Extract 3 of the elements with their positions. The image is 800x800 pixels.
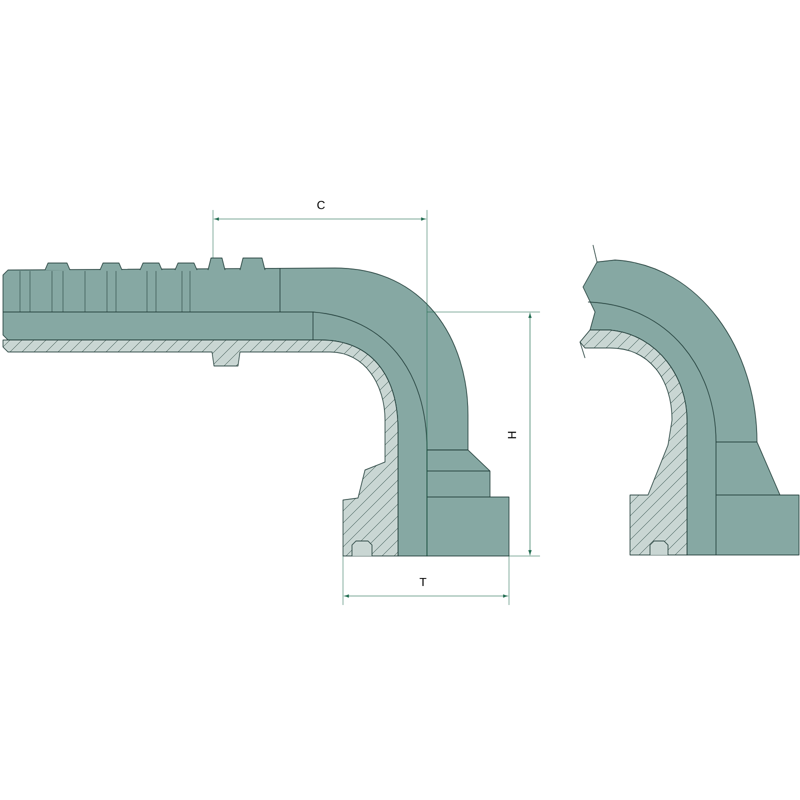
dimension-label: T <box>420 578 426 586</box>
dimension-label: H <box>508 432 516 438</box>
dimension-label: C <box>317 200 325 210</box>
